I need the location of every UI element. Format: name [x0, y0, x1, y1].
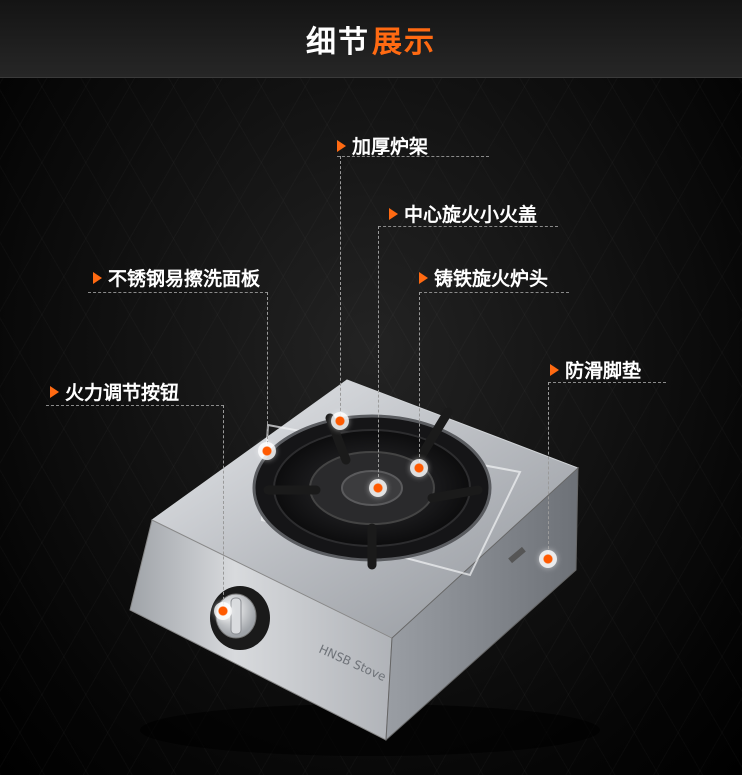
callout-leader — [419, 292, 420, 462]
hotspot-dot — [369, 479, 387, 497]
callout-underline — [548, 382, 666, 383]
callout-panel: 不锈钢易擦洗面板 — [93, 264, 260, 291]
callout-leader — [340, 156, 341, 421]
arrow-right-icon — [50, 385, 59, 398]
callout-underline — [46, 405, 224, 406]
callout-burner-head: 铸铁旋火炉头 — [419, 264, 548, 291]
callout-leader — [267, 292, 268, 444]
title-part-2: 展示 — [372, 24, 436, 60]
callout-burner-head-label: 铸铁旋火炉头 — [434, 268, 549, 290]
callout-leader — [378, 226, 379, 482]
callout-panel-label: 不锈钢易擦洗面板 — [108, 268, 261, 290]
hotspot-dot — [258, 442, 276, 460]
arrow-right-icon — [419, 271, 428, 284]
arrow-right-icon — [337, 139, 346, 152]
page-title: 细节 展示 — [306, 17, 436, 61]
callout-pan-support-label: 加厚炉架 — [352, 136, 429, 158]
hotspot-dot — [539, 550, 557, 568]
callout-underline — [88, 292, 268, 293]
arrow-right-icon — [93, 271, 102, 284]
callout-leader — [548, 382, 549, 554]
callout-underline — [337, 156, 489, 157]
callout-feet-label: 防滑脚垫 — [565, 360, 642, 382]
callout-underline — [378, 226, 558, 227]
hotspot-dot — [410, 459, 428, 477]
arrow-right-icon — [550, 363, 559, 376]
hotspot-dot — [331, 412, 349, 430]
callout-knob-label: 火力调节按钮 — [65, 382, 180, 404]
title-banner: 细节 展示 — [0, 0, 742, 78]
callout-knob: 火力调节按钮 — [50, 378, 179, 405]
pan-support-2 — [415, 407, 453, 463]
stove-side-face — [385, 466, 579, 742]
callout-feet: 防滑脚垫 — [550, 356, 641, 383]
callout-pan-support: 加厚炉架 — [337, 132, 428, 159]
pan-support-4 — [427, 485, 483, 503]
arrow-right-icon — [389, 207, 398, 220]
callout-center-cap: 中心旋火小火盖 — [389, 200, 537, 227]
hotspot-dot — [214, 602, 232, 620]
title-part-1: 细节 — [306, 24, 370, 60]
callout-underline — [419, 292, 569, 293]
callout-leader — [223, 405, 224, 610]
callout-center-cap-label: 中心旋火小火盖 — [404, 204, 538, 226]
